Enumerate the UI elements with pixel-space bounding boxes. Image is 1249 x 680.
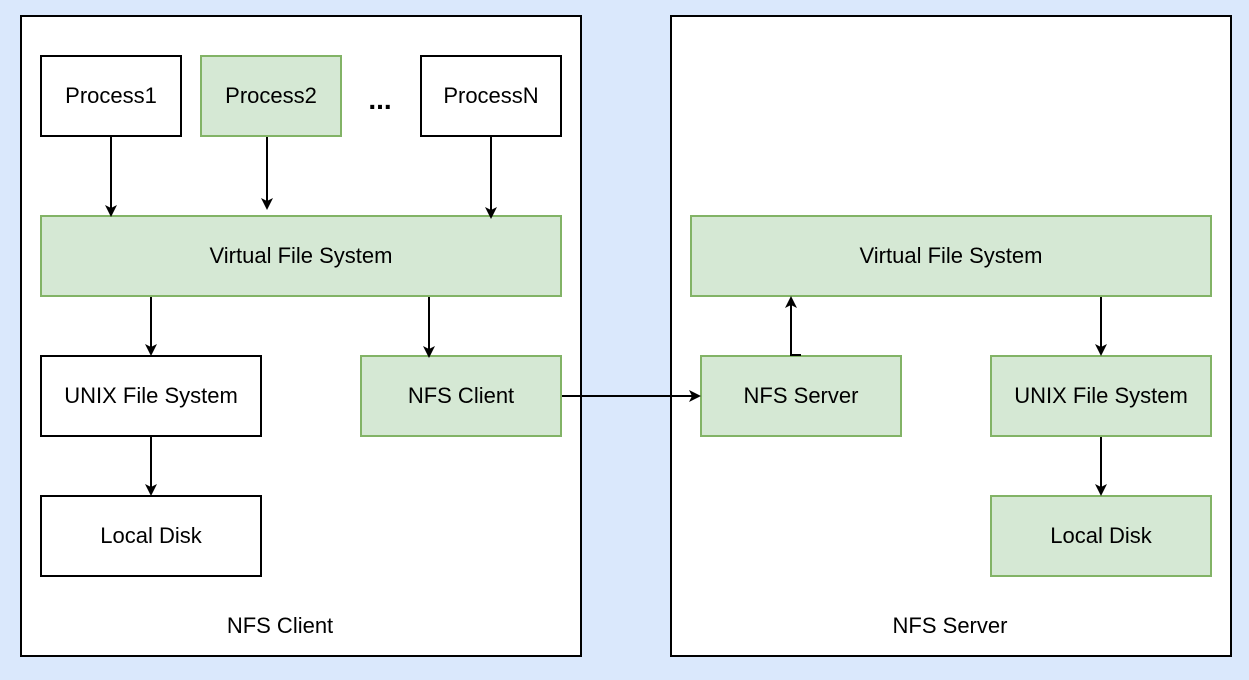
nfs-client-node-label: NFS Client bbox=[407, 383, 515, 408]
server-local-disk-node: Local Disk bbox=[990, 495, 1212, 577]
process2-label: Process2 bbox=[225, 83, 317, 108]
server-local-disk-label: Local Disk bbox=[1050, 523, 1152, 548]
process1-node: Process1 bbox=[40, 55, 182, 137]
client-vfs-node: Virtual File System bbox=[40, 215, 562, 297]
server-unix-fs-node: UNIX File System bbox=[990, 355, 1212, 437]
client-caption: NFS Client bbox=[226, 613, 334, 638]
process1-label: Process1 bbox=[65, 83, 157, 108]
processn-node: ProcessN bbox=[420, 55, 562, 137]
nfs-server-node: NFS Server bbox=[700, 355, 902, 437]
processn-label: ProcessN bbox=[443, 83, 539, 108]
client-vfs-label: Virtual File System bbox=[209, 243, 393, 268]
nfs-client-node: NFS Client bbox=[360, 355, 562, 437]
process2-node: Process2 bbox=[200, 55, 342, 137]
client-local-disk-label: Local Disk bbox=[100, 523, 202, 548]
server-vfs-label: Virtual File System bbox=[859, 243, 1043, 268]
nfs-server-node-label: NFS Server bbox=[743, 383, 859, 408]
client-local-disk-node: Local Disk bbox=[40, 495, 262, 577]
client-unix-fs-label: UNIX File System bbox=[64, 383, 238, 408]
server-vfs-node: Virtual File System bbox=[690, 215, 1212, 297]
process-ellipsis: ... bbox=[368, 84, 392, 115]
server-caption: NFS Server bbox=[892, 613, 1008, 638]
client-unix-fs-node: UNIX File System bbox=[40, 355, 262, 437]
server-unix-fs-label: UNIX File System bbox=[1014, 383, 1188, 408]
